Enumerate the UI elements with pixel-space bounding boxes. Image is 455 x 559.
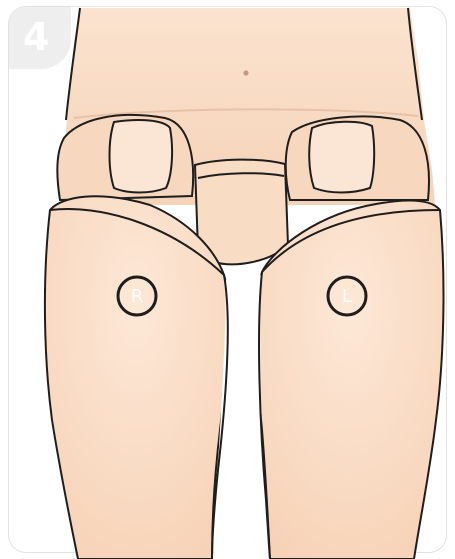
navel bbox=[243, 70, 248, 75]
left-hip-pad bbox=[309, 122, 374, 193]
right-marker-label: R bbox=[131, 286, 144, 307]
right-thigh bbox=[45, 196, 228, 559]
left-marker-label: L bbox=[342, 286, 352, 307]
step-number: 4 bbox=[23, 11, 49, 63]
left-thigh bbox=[257, 201, 444, 559]
right-hip-pad bbox=[110, 120, 173, 193]
step-badge: 4 bbox=[9, 7, 71, 69]
